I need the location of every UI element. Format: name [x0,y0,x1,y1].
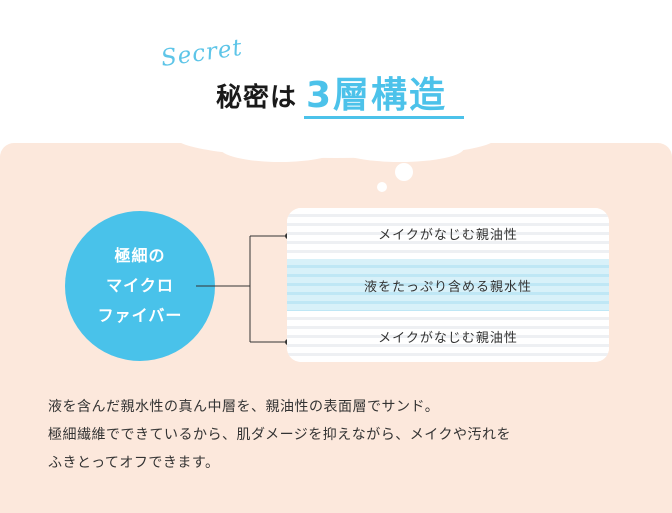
circle-line: マイクロ [106,276,174,295]
description-line: 液を含んだ親水性の真ん中層を、親油性の表面層でサンド。 [48,399,440,415]
layer-stack: メイクがなじむ親油性 液をたっぷり含める親水性 メイクがなじむ親油性 [287,208,609,362]
thought-cloud-bubble [176,118,496,192]
layer-top-lipophilic: メイクがなじむ親油性 [287,208,609,259]
title-lead: 秘密は [216,83,298,113]
microfiber-circle: 極細の マイクロ ファイバー [65,211,215,361]
layer-label: メイクがなじむ親油性 [378,228,518,243]
description-line: ふきとってオフできます。 [48,455,220,471]
layer-middle-hydrophilic: 液をたっぷり含める親水性 [287,259,609,311]
layer-label: メイクがなじむ親油性 [378,331,518,346]
description-text: 液を含んだ親水性の真ん中層を、親油性の表面層でサンド。 極細繊維でできているから… [48,393,638,477]
title-highlight: 3層構造 [306,75,448,116]
description-line: 極細繊維でできているから、肌ダメージを抑えながら、メイクや汚れを [48,427,512,443]
layer-bottom-lipophilic: メイクがなじむ親油性 [287,311,609,362]
circle-line: 極細の [114,246,166,265]
layer-label: 液をたっぷり含める親水性 [363,279,532,295]
circle-line: ファイバー [97,306,183,325]
title-underline [304,116,464,119]
header: Secret 秘密は 3層構造 [0,35,672,130]
